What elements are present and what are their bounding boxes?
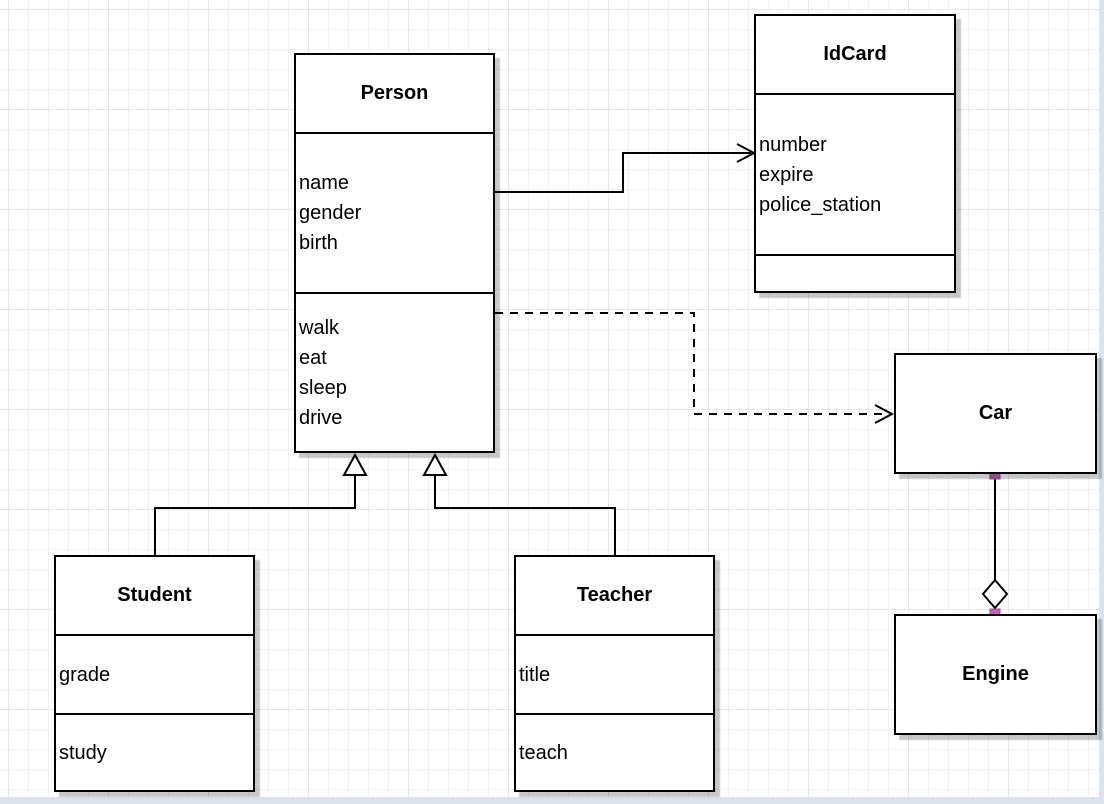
edge-teacher-person-generalization[interactable] — [422, 452, 616, 555]
attribute: gender — [299, 202, 362, 224]
class-engine-title: Engine — [962, 663, 1029, 685]
class-idcard-title: IdCard — [756, 16, 954, 95]
method: walk — [299, 316, 340, 339]
edge-student-person-generalization[interactable] — [154, 452, 368, 555]
class-teacher-methods: teach — [516, 715, 713, 790]
attribute: police_station — [759, 193, 882, 216]
hollow-triangle-icon — [342, 452, 368, 476]
hollow-triangle-icon — [422, 452, 448, 476]
class-idcard-attributes: number expire police_station — [756, 95, 954, 256]
class-person-title: Person — [296, 55, 493, 134]
method: teach — [519, 741, 568, 764]
edge-person-idcard-association[interactable] — [495, 143, 757, 193]
class-idcard-methods — [756, 256, 954, 291]
canvas-right-edge — [1099, 0, 1104, 804]
class-student-attributes: grade — [56, 636, 253, 715]
class-idcard[interactable]: IdCard number expire police_station — [754, 14, 956, 293]
method: drive — [299, 406, 343, 429]
class-person[interactable]: Person name gender birth walk eat sleep … — [294, 53, 495, 453]
attribute: name — [299, 172, 350, 194]
attribute: birth — [299, 232, 338, 254]
class-teacher[interactable]: Teacher title teach — [514, 555, 715, 792]
method: sleep — [299, 376, 347, 399]
attribute: grade — [59, 663, 111, 686]
class-engine[interactable]: Engine — [894, 614, 1097, 735]
edge-car-engine-aggregation[interactable] — [981, 468, 1009, 620]
class-person-attributes: name gender birth — [296, 134, 493, 294]
class-car[interactable]: Car — [894, 353, 1097, 474]
class-teacher-attributes: title — [516, 636, 713, 715]
canvas-bottom-edge — [0, 797, 1104, 804]
open-arrowhead-icon — [874, 404, 895, 424]
method: study — [59, 741, 107, 764]
edge-person-car-dependency[interactable] — [495, 312, 895, 424]
class-student-methods: study — [56, 715, 253, 790]
class-person-methods: walk eat sleep drive — [296, 294, 493, 451]
attribute: title — [519, 663, 551, 686]
class-teacher-title: Teacher — [516, 557, 713, 636]
hollow-diamond-icon — [981, 578, 1009, 610]
class-student-title: Student — [56, 557, 253, 636]
method: eat — [299, 346, 327, 369]
attribute: number — [759, 133, 827, 156]
attribute: expire — [759, 163, 814, 186]
class-car-title: Car — [978, 402, 1013, 424]
class-student[interactable]: Student grade study — [54, 555, 255, 792]
